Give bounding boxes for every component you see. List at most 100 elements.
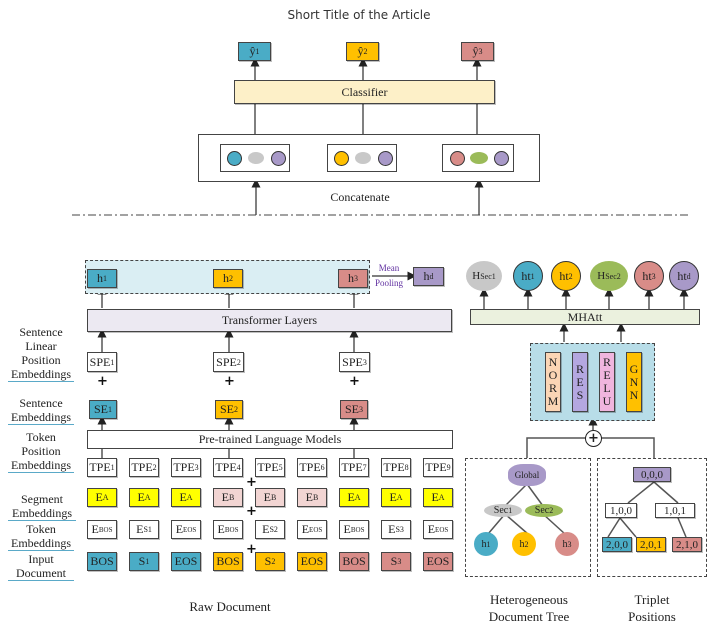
spe-sub: 1 xyxy=(110,357,115,367)
raw-document-caption: Raw Document xyxy=(189,599,271,614)
node-label: ht xyxy=(521,268,531,283)
box-label: E xyxy=(262,522,270,536)
node-label: ht xyxy=(559,268,569,283)
document-tree-caption: Heterogeneous Document Tree xyxy=(466,591,592,625)
triplet-positions-caption: Triplet Positions xyxy=(597,591,707,625)
hd-label: h xyxy=(423,269,430,283)
box-label: TPE xyxy=(89,460,111,474)
node-sub: 1 xyxy=(530,271,535,281)
se-label: SE xyxy=(219,402,234,416)
transformer-layers-box: Transformer Layers xyxy=(87,309,452,332)
box-label: S xyxy=(264,554,272,568)
tree-global-node: Global xyxy=(508,464,546,486)
triplet-210: 2,1,0 xyxy=(672,537,702,552)
concatenate-label: Concatenate xyxy=(330,190,390,204)
box-label: TPE xyxy=(425,460,447,474)
box-label: E xyxy=(91,522,99,536)
gray-node-ellipse xyxy=(248,152,264,164)
box-label: TPE xyxy=(341,460,363,474)
box-sub: 7 xyxy=(362,463,367,472)
box-sub: EOS xyxy=(435,525,449,534)
box-label: S xyxy=(390,554,398,568)
sec-sub: 1 xyxy=(508,506,513,515)
spe-label: SPE xyxy=(216,354,237,369)
label-token-position-embeddings: Token Position Embeddings xyxy=(8,430,74,473)
output-sub: 3 xyxy=(478,47,483,56)
h-sub: 2 xyxy=(229,274,233,283)
triplet-200: 2,0,0 xyxy=(602,537,632,552)
label-sentence-linear-position-embeddings: Sentence Linear Position Embeddings xyxy=(8,325,74,382)
h-sub: 3 xyxy=(354,274,358,283)
box-sub: 9 xyxy=(446,463,451,472)
layer-letter: E xyxy=(603,368,611,382)
node-sub: 2 xyxy=(568,271,573,281)
caption-line: Triplet xyxy=(634,592,670,607)
box-label: EOS xyxy=(426,554,450,568)
box-label: TPE xyxy=(383,460,405,474)
layer-letter: O xyxy=(548,368,558,382)
box-sub: 3 xyxy=(194,463,199,472)
layer-letter: M xyxy=(547,394,559,408)
box-sub: B xyxy=(271,493,277,502)
green-node-ellipse xyxy=(470,152,488,164)
red-node-circle xyxy=(450,151,465,166)
input-token-box: EOS xyxy=(423,552,453,571)
box-label: E xyxy=(221,490,229,504)
mhatt-box: MHAtt xyxy=(470,309,700,325)
layer-letter: N xyxy=(629,374,639,389)
blue-node-circle xyxy=(227,151,242,166)
se-sub: 2 xyxy=(234,405,238,414)
box-label: E xyxy=(388,522,396,536)
node-sub: Sec1 xyxy=(480,271,496,281)
box-sub: B xyxy=(229,493,235,502)
box-sub: 2 xyxy=(271,557,276,566)
mean-label: Mean xyxy=(378,263,400,273)
box-sub: A xyxy=(144,493,151,502)
box-sub: B xyxy=(313,493,319,502)
plus-icon: + xyxy=(97,374,108,389)
plus-icon: + xyxy=(246,475,257,490)
node-sub: 3 xyxy=(651,271,656,281)
sec-sub: 2 xyxy=(549,506,554,515)
output-sub: 1 xyxy=(255,47,260,56)
box-sub: 2 xyxy=(152,463,157,472)
layer-letter: U xyxy=(602,394,612,408)
pooling-label: Pooling xyxy=(374,278,403,288)
leaf-label: h xyxy=(519,538,525,550)
box-label: E xyxy=(431,490,439,504)
node-label: H xyxy=(597,270,606,282)
box-sub: 1 xyxy=(145,557,150,566)
box-label: TPE xyxy=(299,460,321,474)
triplet-201: 2,0,1 xyxy=(636,537,666,552)
node-sub: d xyxy=(686,271,691,281)
box-label: E xyxy=(179,490,187,504)
box-sub: 5 xyxy=(278,463,283,472)
se-sub: 3 xyxy=(359,405,363,414)
box-sub: 8 xyxy=(404,463,409,472)
triplet-positions-panel xyxy=(597,458,707,577)
